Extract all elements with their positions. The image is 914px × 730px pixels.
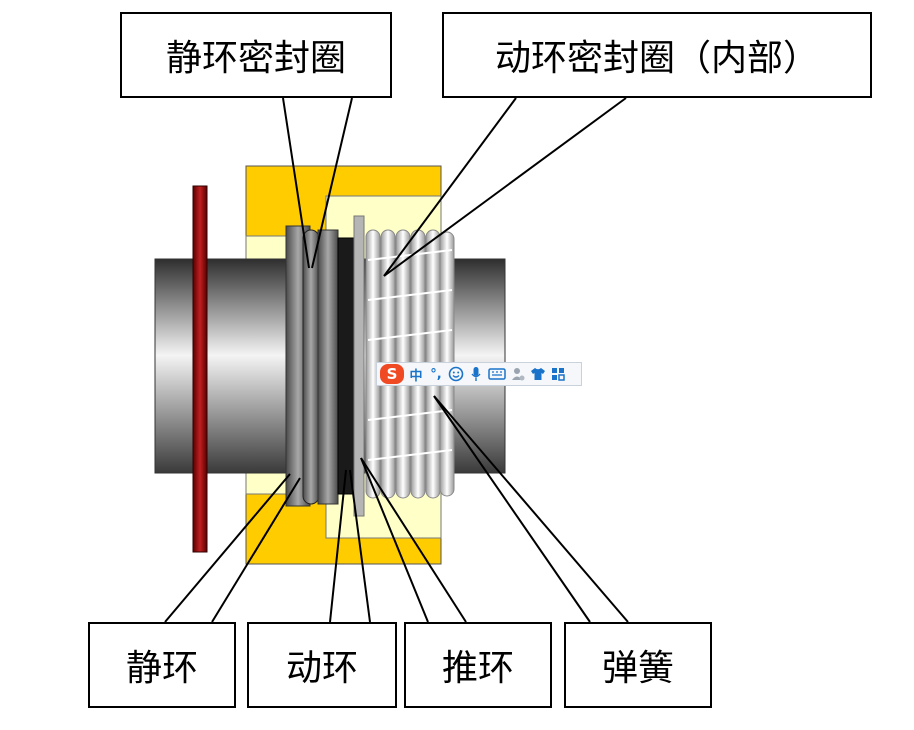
- microphone-icon[interactable]: [468, 365, 484, 383]
- flange: [192, 185, 208, 553]
- keyboard-icon[interactable]: [488, 365, 506, 383]
- ime-toolbar[interactable]: S 中 °,: [376, 362, 582, 386]
- moving-ring: [337, 237, 357, 495]
- label-static-ring: 静环: [88, 622, 236, 708]
- leader-lines: [164, 97, 629, 623]
- label-push-ring: 推环: [404, 622, 552, 708]
- grid-icon[interactable]: [550, 365, 566, 383]
- label-spring: 弹簧: [564, 622, 712, 708]
- user-icon[interactable]: [510, 365, 526, 383]
- label-static-ring-seal: 静环密封圈: [120, 12, 392, 98]
- static-ring-seal: [302, 229, 320, 505]
- shirt-icon[interactable]: [530, 365, 546, 383]
- ime-logo[interactable]: S: [380, 364, 404, 384]
- ime-mode-toggle[interactable]: 中: [409, 368, 423, 384]
- label-moving-ring: 动环: [247, 622, 397, 708]
- ime-punctuation-toggle[interactable]: °,: [430, 366, 442, 382]
- smiley-icon[interactable]: [448, 365, 464, 383]
- push-ring: [353, 215, 365, 517]
- label-moving-ring-seal-inner: 动环密封圈（内部）: [442, 12, 872, 98]
